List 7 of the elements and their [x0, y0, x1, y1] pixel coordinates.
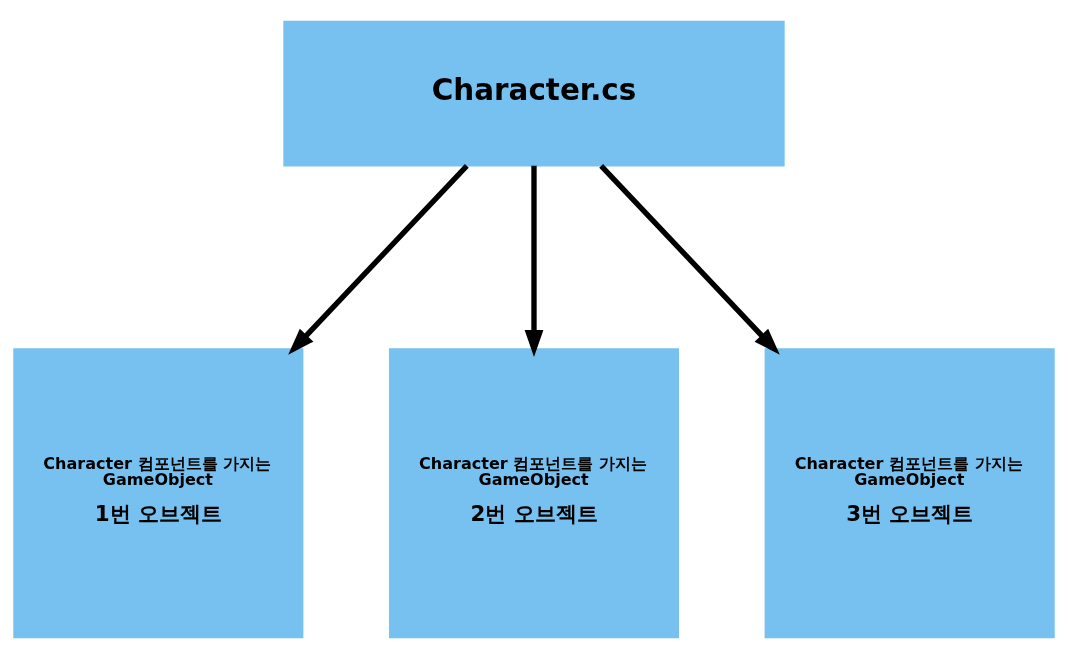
node-box: Character.cs [283, 20, 785, 166]
node-box: Character 컴포넌트를 가지는 GameObject 3번 오브젝트 [764, 347, 1055, 638]
arrow [524, 165, 544, 357]
node-box: Character 컴포넌트를 가지는 GameObject 1번 오브젝트 [13, 347, 304, 638]
arrow [599, 163, 780, 355]
arrow [288, 163, 469, 355]
node-box: Character 컴포넌트를 가지는 GameObject 2번 오브젝트 [388, 347, 680, 638]
